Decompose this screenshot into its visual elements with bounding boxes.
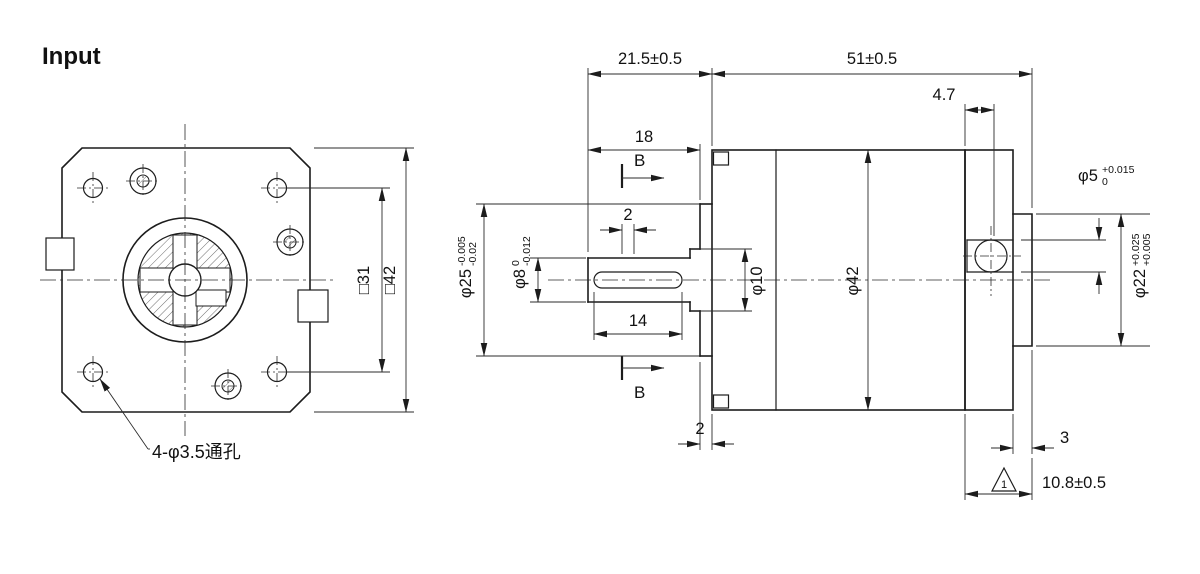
- dim-shaft-dia-lower: -0.012: [521, 236, 533, 266]
- bolt-holes: [77, 172, 293, 388]
- screw: [126, 164, 160, 198]
- left-port: [45, 237, 75, 271]
- dim-port-dia-upper: +0.015: [1102, 164, 1135, 176]
- dim-flange-square-label: □42: [381, 266, 399, 294]
- screw: [273, 225, 307, 259]
- dim-shaft-dia-nominal: φ8: [511, 269, 529, 289]
- dim-shaft-overall: 21.5±0.5: [587, 50, 713, 252]
- dim-port-position-label: 4.7: [933, 86, 956, 104]
- dim-end-boss-dia-lower: +0.005: [1141, 233, 1153, 266]
- hole-callout: 4-φ3.5通孔: [99, 378, 241, 462]
- dim-port-dia-nominal: φ5: [1078, 167, 1098, 185]
- top-tab: [712, 151, 730, 166]
- dim-keyway-length: 14: [593, 292, 683, 340]
- bolt-hole: [261, 356, 293, 388]
- collar-and-pilot: [689, 203, 713, 357]
- right-port: [297, 289, 329, 323]
- hole-callout-label: 4-φ3.5通孔: [152, 442, 241, 462]
- dim-rear-section: 10.8±0.5: [964, 414, 1106, 500]
- bolt-hole: [77, 172, 109, 204]
- screw: [211, 369, 245, 403]
- dim-end-boss-dia-nominal: φ22: [1131, 269, 1149, 298]
- dim-pilot-dia: φ25 -0.005 -0.02: [456, 203, 700, 357]
- dim-pilot-dia-lower: -0.02: [467, 242, 479, 266]
- end-boss: [1012, 213, 1033, 347]
- dim-pilot-thickness: 2: [678, 362, 734, 450]
- dim-pilot-thickness-label: 2: [695, 420, 704, 438]
- side-view: B B 21.5±0.5 51±0.5 4.7: [456, 50, 1153, 500]
- dim-shaft-length: 18: [587, 128, 701, 200]
- note-flag: 1: [991, 466, 1017, 492]
- dim-pilot-dia-upper: -0.005: [456, 236, 468, 266]
- section-marker-bottom: B: [620, 356, 665, 402]
- dim-rear-section-label: 10.8±0.5: [1042, 474, 1106, 492]
- dim-end-boss-dia: φ22 +0.025 +0.005: [1036, 213, 1153, 347]
- section-label-top: B: [634, 151, 645, 170]
- dim-end-boss-thickness-label: 3: [1060, 429, 1069, 447]
- dim-keyway-position-label: 2: [623, 206, 632, 224]
- dim-shaft-length-label: 18: [635, 128, 653, 146]
- dim-keyway-position: 2: [600, 206, 656, 254]
- section-label-bottom: B: [634, 383, 645, 402]
- bottom-tab: [712, 394, 730, 409]
- note-flag-number: 1: [1001, 479, 1007, 491]
- dim-end-boss-dia-upper: +0.025: [1130, 233, 1142, 266]
- dim-keyway-length-label: 14: [629, 312, 647, 330]
- dim-port-dia-lower: 0: [1102, 176, 1108, 188]
- dim-body-length-label: 51±0.5: [847, 50, 897, 68]
- dim-bore-dia: φ10: [690, 248, 766, 312]
- dim-end-boss-thickness: 3: [991, 350, 1069, 454]
- dim-shaft-dia-upper: 0: [510, 260, 522, 266]
- dim-flange-square: □42: [314, 147, 414, 413]
- dim-bore-dia-label: φ10: [748, 266, 766, 295]
- dim-port-dia: φ5 +0.015 0: [1021, 164, 1135, 294]
- bolt-hole: [261, 172, 293, 204]
- dim-shaft-dia: φ8 0 -0.012: [510, 236, 586, 303]
- keyway: [593, 271, 683, 289]
- dim-body-dia-label: φ42: [844, 266, 862, 295]
- dim-pilot-dia-nominal: φ25: [457, 269, 475, 298]
- dim-port-position: 4.7: [933, 86, 995, 236]
- dim-shaft-overall-label: 21.5±0.5: [618, 50, 682, 68]
- front-view: □31 □42 4-φ3.5通孔: [40, 124, 414, 462]
- assembly-screws: [126, 164, 307, 403]
- dim-bolt-square: □31: [287, 187, 390, 373]
- bolt-hole: [77, 356, 109, 388]
- dim-body-dia: φ42: [844, 149, 872, 411]
- view-title: Input: [42, 43, 101, 70]
- dim-body-length: 51±0.5: [711, 50, 1033, 208]
- section-marker-top: B: [620, 151, 665, 188]
- dim-bolt-square-label: □31: [355, 266, 373, 294]
